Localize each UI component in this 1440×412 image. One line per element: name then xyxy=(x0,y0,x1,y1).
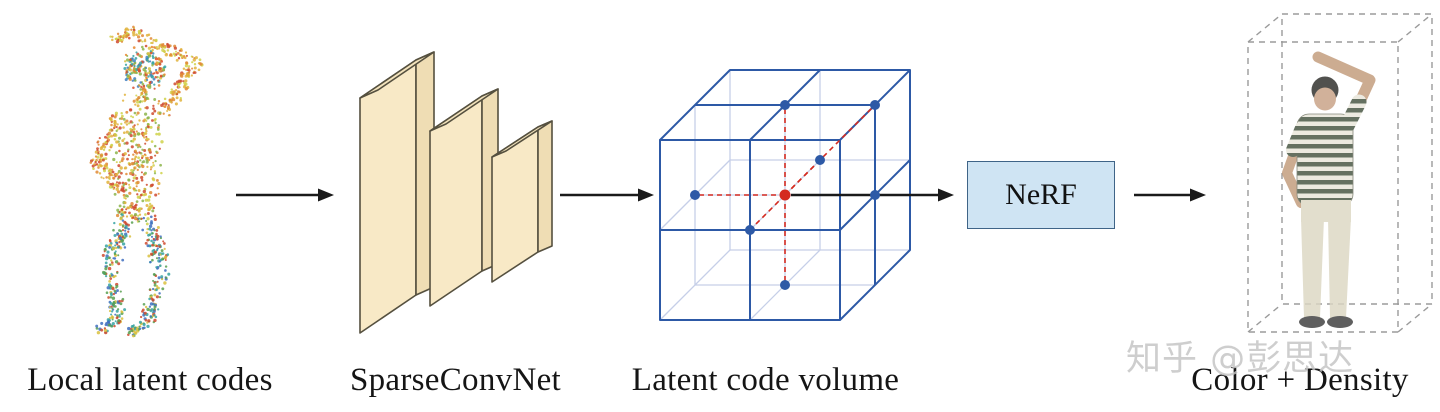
cube-visible-edges xyxy=(659,69,911,321)
stage-label-color-density: Color + Density xyxy=(1191,362,1409,398)
person-figure xyxy=(1282,51,1376,328)
convnet-slab-top xyxy=(429,88,499,132)
flow-arrow-3 xyxy=(791,188,954,202)
sparse-convnet-blocks xyxy=(359,51,553,334)
interpolation-dashed-lines xyxy=(695,104,876,285)
nerf-label: NeRF xyxy=(1005,178,1077,211)
query-point-dot xyxy=(779,189,791,201)
flow-arrow-2 xyxy=(560,188,654,202)
convnet-slab-front xyxy=(359,59,417,334)
convnet-slab-top xyxy=(359,51,435,99)
convnet-slab-top xyxy=(491,120,553,158)
person-right-sleeve xyxy=(1339,94,1367,134)
person-hips xyxy=(1301,200,1351,222)
bounding-box-front-edges xyxy=(1247,13,1433,333)
stage-label-local-latent-codes: Local latent codes xyxy=(27,362,273,398)
flow-arrow-4 xyxy=(1134,188,1206,202)
person-left-sleeve xyxy=(1286,121,1309,157)
convnet-slab-front xyxy=(491,126,539,283)
latent-code-dots xyxy=(690,100,880,290)
person-shoe xyxy=(1327,316,1353,328)
stage-label-latent-code-volume: Latent code volume xyxy=(631,362,900,398)
person-face xyxy=(1314,87,1336,111)
latent-code-volume-cube xyxy=(659,69,911,321)
nerf-box: NeRF xyxy=(967,161,1115,229)
watermark-text: 知乎 @彭思达 xyxy=(1126,339,1355,379)
convnet-slab-side xyxy=(537,120,553,253)
point-cloud-figure xyxy=(89,25,204,338)
person-leg xyxy=(1328,218,1351,318)
person-shoe xyxy=(1299,316,1325,328)
person-leg xyxy=(1301,218,1324,318)
flow-arrow-1 xyxy=(236,188,334,202)
stage-label-sparseconvnet: SparseConvNet xyxy=(349,362,562,398)
